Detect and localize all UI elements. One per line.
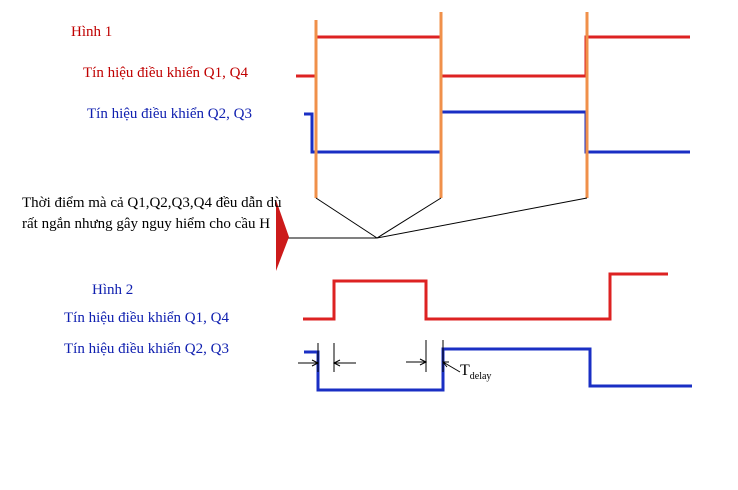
fig1-q2q3-waveform [304, 110, 690, 154]
fig2-q2q3-waveform [304, 347, 692, 392]
fig1-label-q1q4: Tín hiệu điều khiển Q1, Q4 [83, 65, 248, 81]
fig1-title: Hình 1 [71, 24, 113, 40]
fig2-label-q1q4: Tín hiệu điều khiển Q1, Q4 [64, 310, 229, 326]
delay-markers [298, 340, 461, 373]
fig2-q1q4-waveform [303, 272, 668, 321]
callout-arrow [276, 200, 289, 271]
pointer-lines [284, 197, 588, 239]
delay-symbol: T [460, 362, 470, 379]
delay-label: Tdelay [460, 362, 491, 382]
fig1-label-q2q3: Tín hiệu điều khiển Q2, Q3 [87, 106, 252, 122]
fig1-q1q4-waveform [296, 35, 690, 78]
fig2-label-q2q3: Tín hiệu điều khiển Q2, Q3 [64, 341, 229, 357]
danger-note: Thời điểm mà cả Q1,Q2,Q3,Q4 đều dẫn dù r… [22, 195, 282, 232]
delay-subscript: delay [469, 371, 492, 383]
fig2-title: Hình 2 [92, 282, 134, 298]
